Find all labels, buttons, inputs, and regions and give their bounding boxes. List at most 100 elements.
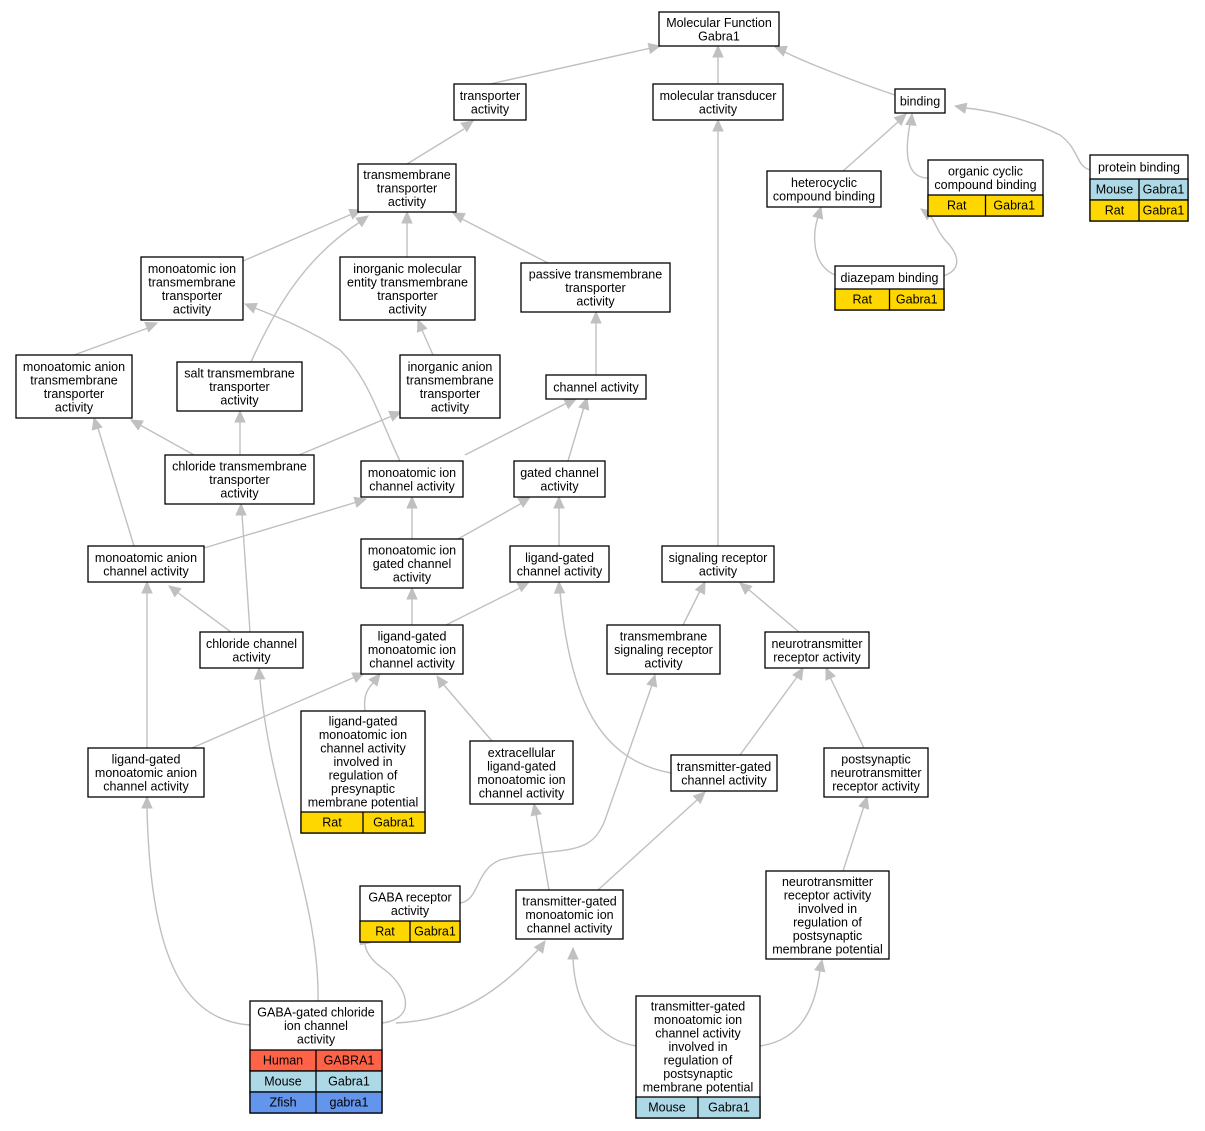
edge (905, 112, 929, 179)
term-box (360, 624, 464, 675)
edge-line (842, 805, 865, 872)
go-term-chloride-transmembrane-transporter-activity[interactable]: chloride transmembranetransporteractivit… (164, 454, 315, 505)
edge-line (191, 676, 356, 749)
edge-line (259, 679, 319, 1002)
arrowhead (825, 666, 836, 681)
edge (739, 666, 804, 756)
term-label-line: neurotransmitter (830, 766, 921, 780)
term-label-line: monoatomic ion (368, 643, 456, 657)
edge (406, 495, 418, 539)
edge-line (747, 588, 800, 633)
term-box (606, 624, 721, 675)
edge-line (739, 676, 798, 756)
term-label-line: activity (55, 400, 94, 414)
term-label-line: organic cyclic (948, 164, 1023, 178)
go-term-monoatomic-anion-transmembrane-transporter-activity[interactable]: monoatomic aniontransmembranetransporter… (15, 354, 133, 419)
term-label-line: channel activity (479, 786, 565, 800)
term-label-line: diazepam binding (841, 271, 939, 285)
arrowhead (141, 795, 153, 809)
edge (298, 410, 403, 456)
gene-symbol: Gabra1 (328, 1075, 370, 1089)
arrowhead (567, 946, 579, 960)
go-term-monoatomic-ion-transmembrane-transporter-activity[interactable]: monoatomic iontransmembranetransporterac… (140, 256, 244, 321)
edge (242, 208, 363, 262)
arrowhead (516, 581, 531, 593)
edge (416, 318, 434, 356)
species-name: Mouse (264, 1075, 302, 1089)
edge-line (254, 307, 401, 462)
term-label-line: GABA-gated chloride (257, 1006, 374, 1020)
edge (459, 673, 658, 904)
edge-line (572, 957, 637, 1047)
arrowhead (401, 210, 413, 224)
term-label-line: involved in (798, 902, 857, 916)
gene-symbol: Gabra1 (896, 293, 938, 307)
term-label-line: activity (540, 479, 579, 493)
edge (739, 582, 800, 633)
term-label-line: channel activity (681, 773, 767, 787)
edge-line (364, 942, 406, 1024)
go-term-channel-activity[interactable]: channel activity (545, 374, 647, 400)
term-label-line: activity (220, 394, 259, 408)
term-label-line: membrane potential (643, 1081, 753, 1095)
go-term-binding[interactable]: binding (894, 88, 946, 114)
arrowhead (351, 672, 366, 683)
term-label-line: heterocyclic (791, 176, 857, 190)
edge (567, 946, 637, 1047)
term-label-line: activity (220, 487, 259, 501)
edge (457, 496, 532, 540)
term-label-line: monoatomic ion (654, 1013, 742, 1027)
arrowhead (553, 580, 566, 594)
arrowhead (647, 42, 662, 55)
go-term-inorganic-anion-transmembrane-transporter-activity[interactable]: inorganic aniontransmembranetransportera… (399, 354, 501, 419)
arrowhead (553, 495, 565, 509)
edge (953, 102, 1091, 171)
edge (597, 791, 706, 891)
species-name: Zfish (269, 1096, 296, 1110)
term-label-line: monoatomic anion (95, 551, 197, 565)
arrowhead (905, 112, 917, 127)
gene-symbol: Gabra1 (708, 1101, 750, 1115)
arrowhead (792, 666, 804, 681)
term-label-line: channel activity (369, 657, 455, 671)
edge-line (929, 215, 958, 277)
term-label-line: transmitter-gated (677, 760, 772, 774)
term-box (360, 538, 464, 589)
arrowhead (353, 496, 368, 508)
arrowhead (406, 586, 418, 600)
edge (825, 666, 865, 749)
species-name: Human (263, 1054, 303, 1068)
term-label-line: inorganic molecular (353, 262, 461, 276)
